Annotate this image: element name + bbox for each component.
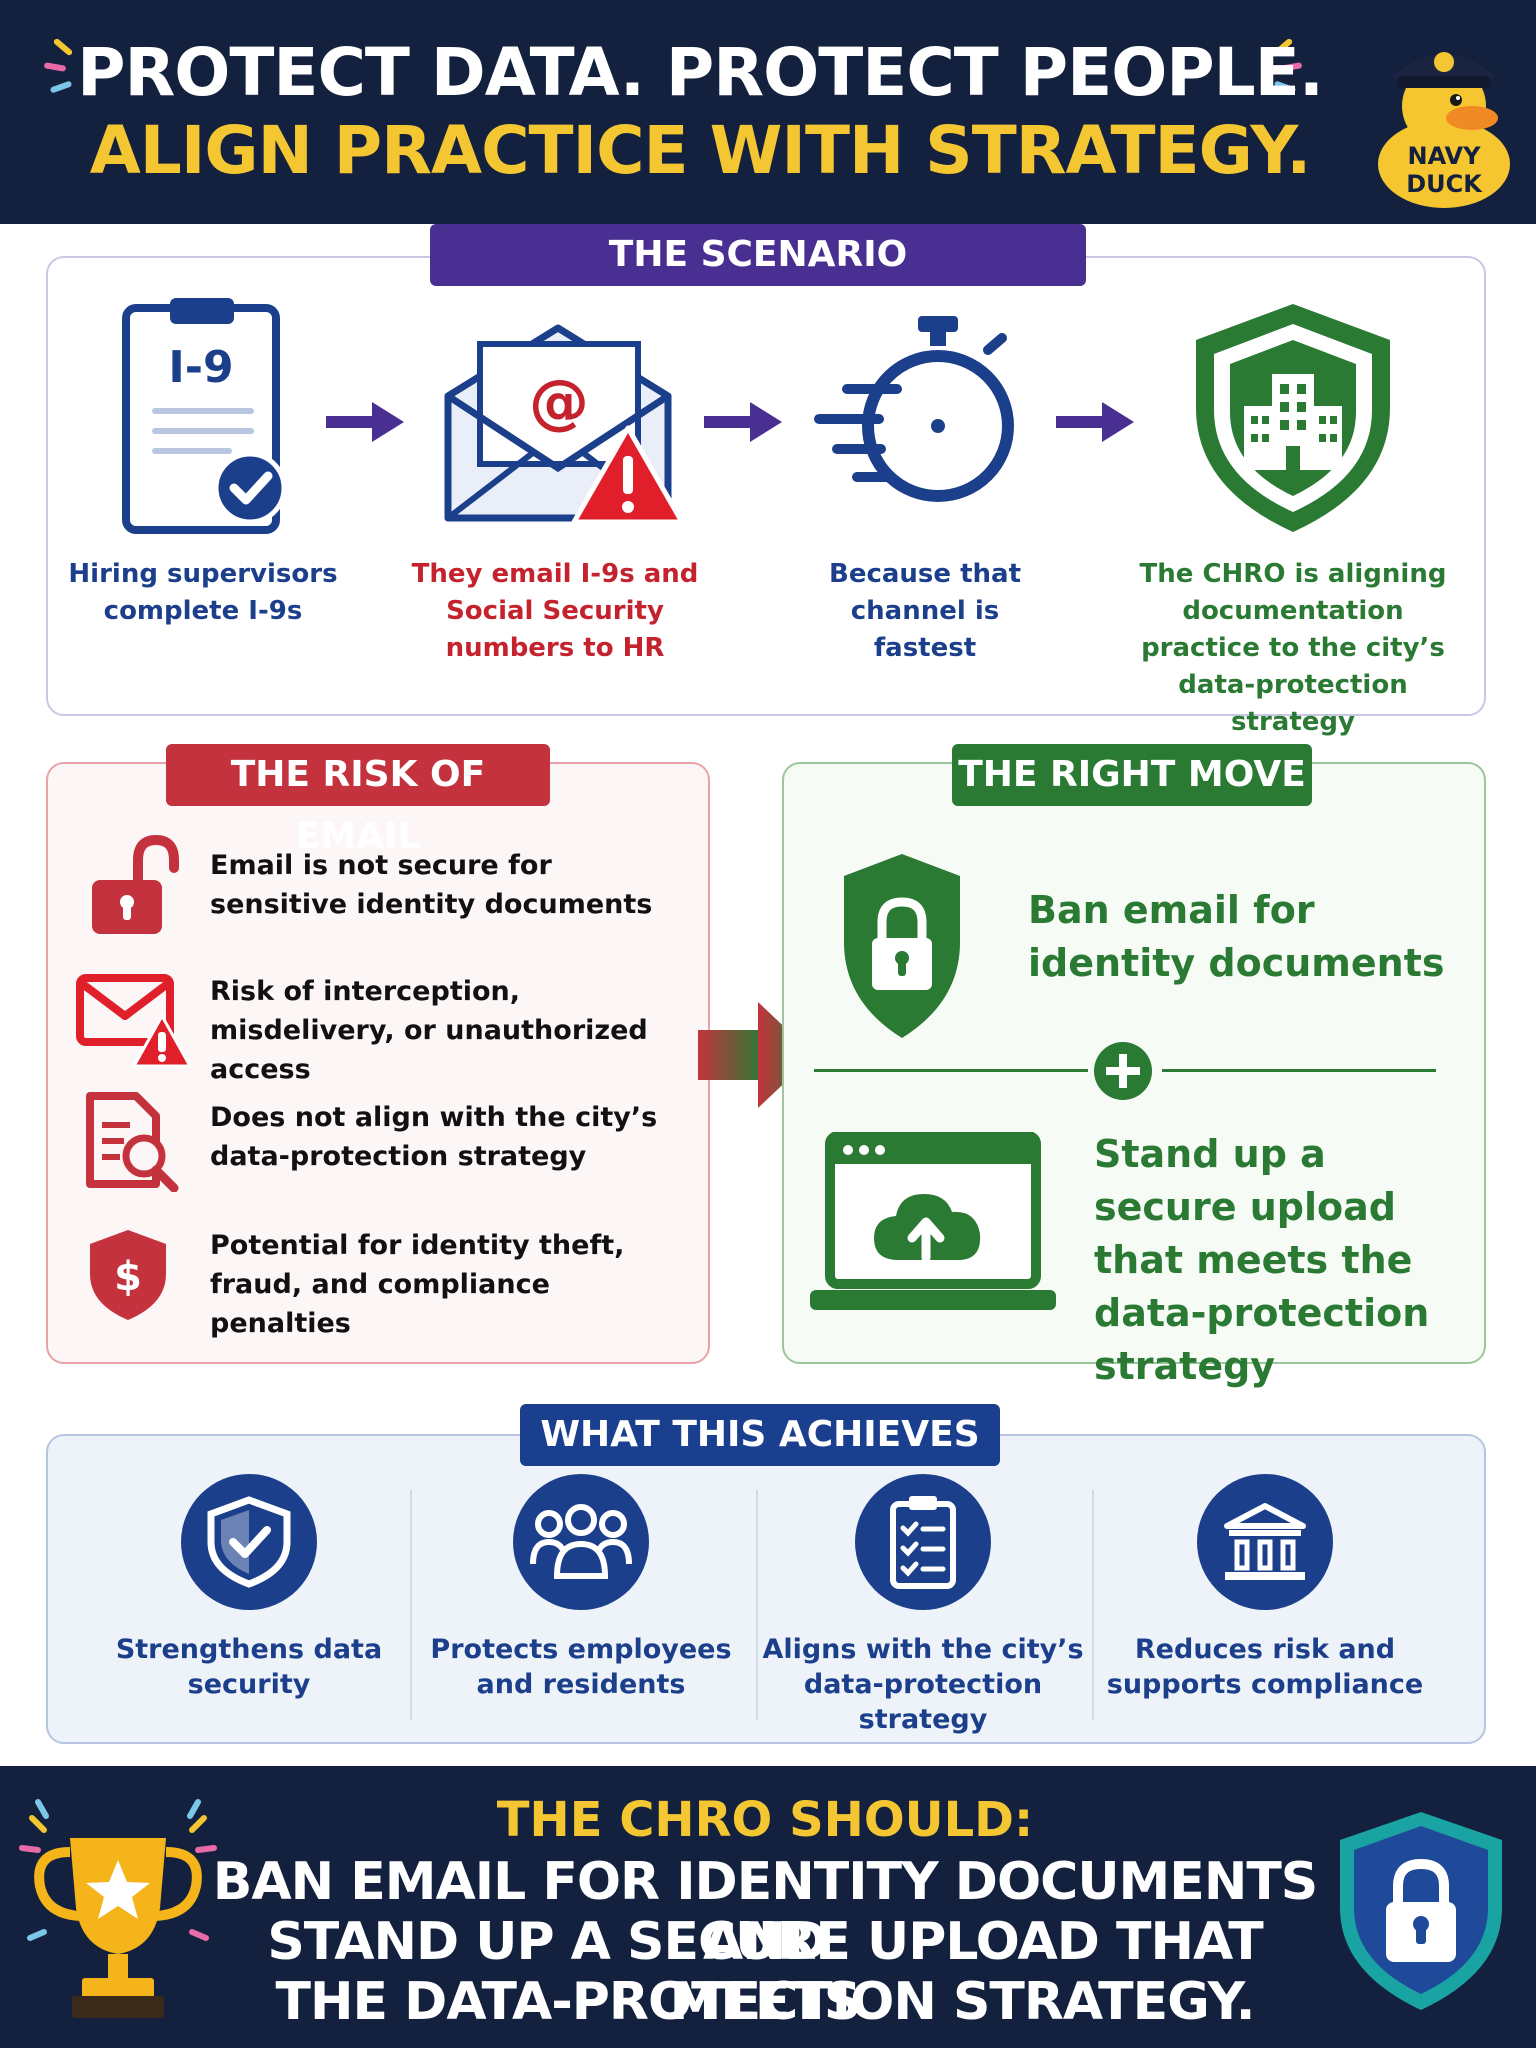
government-building-icon	[1224, 1503, 1306, 1580]
dollar-shield-icon: $	[90, 1230, 166, 1320]
risk-heading: THE RISK OF EMAIL	[166, 744, 550, 857]
footer-recommendation: BAN EMAIL FOR IDENTITY DOCUMENTS AND	[212, 1852, 1319, 1972]
trophy-icon	[19, 1799, 217, 2018]
achievement-badge	[181, 1474, 317, 1610]
achievement-badge	[855, 1474, 991, 1610]
people-group-icon	[530, 1504, 632, 1579]
padlock-shield-icon	[1340, 1812, 1502, 2010]
risk-item-text: Does not align with the city’s data-prot…	[210, 1102, 658, 1172]
divider-line	[814, 1069, 1088, 1072]
plus-icon	[1094, 1042, 1152, 1100]
arrow-right-icon	[704, 402, 782, 442]
scenario-heading: THE SCENARIO	[430, 224, 1086, 286]
achievement-text: Reduces risk and supports compliance	[1106, 1634, 1424, 1700]
navy-duck-logo: NAVY DUCK	[1378, 52, 1510, 208]
achievement-item: Reduces risk and supports compliance	[1100, 1474, 1430, 1702]
svg-text:$: $	[114, 1254, 142, 1300]
arrow-right-icon	[1056, 402, 1134, 442]
logo-text: DUCK	[1406, 170, 1483, 198]
clipboard-check-icon: I-9	[122, 298, 287, 534]
achievement-item: Aligns with the city’s data-protection s…	[758, 1474, 1088, 1737]
right-move-action-text: Stand up a secure upload that meets the …	[1094, 1132, 1430, 1388]
email-warning-icon: @	[444, 324, 684, 525]
column-divider	[1092, 1490, 1094, 1720]
footer-recommendation: STAND UP A SECURE UPLOAD THAT MEETS	[267, 1912, 1263, 2032]
cloud-upload-laptop-icon	[810, 1132, 1056, 1310]
shield-check-icon	[207, 1496, 291, 1588]
city-shield-icon	[1196, 304, 1390, 532]
column-divider	[410, 1490, 412, 1720]
achievement-badge	[1197, 1474, 1333, 1610]
right-move-action-text: Ban email for identity documents	[1028, 888, 1445, 985]
padlock-shield-icon	[844, 854, 960, 1038]
column-divider	[756, 1490, 758, 1720]
footer-recommendation: THE DATA-PROTECTION STRATEGY.	[275, 1972, 1256, 2032]
achievement-text: Protects employees and residents	[430, 1634, 732, 1700]
header-banner: PROTECT DATA. PROTECT PEOPLE. ALIGN PRAC…	[0, 0, 1536, 224]
email-alert-icon	[76, 974, 192, 1068]
scenario-step-text: Because that channel is fastest	[829, 559, 1021, 663]
scenario-step-text: Hiring supervisors complete I-9s	[68, 559, 338, 626]
achievement-text: Strengthens data security	[115, 1634, 383, 1700]
footer-banner: THE CHRO SHOULD: BAN EMAIL FOR IDENTITY …	[0, 1766, 1536, 2048]
achievement-text: Aligns with the city’s data-protection s…	[762, 1634, 1084, 1735]
achieves-heading: WHAT THIS ACHIEVES	[520, 1404, 1000, 1466]
divider-line	[1162, 1069, 1436, 1072]
risk-item-text: Potential for identity theft, fraud, and…	[210, 1230, 625, 1339]
page-subtitle: ALIGN PRACTICE WITH STRATEGY.	[89, 112, 1312, 189]
achievement-item: Strengthens data security	[84, 1474, 414, 1702]
stopwatch-icon	[814, 316, 1014, 502]
achievement-item: Protects employees and residents	[416, 1474, 746, 1702]
checklist-icon	[890, 1496, 956, 1589]
footer-heading: THE CHRO SHOULD:	[496, 1792, 1034, 1848]
arrow-right-icon	[326, 402, 404, 442]
right-move-heading: THE RIGHT MOVE	[952, 744, 1312, 806]
logo-text: NAVY	[1408, 142, 1482, 170]
achievement-badge	[513, 1474, 649, 1610]
document-search-icon	[86, 1092, 179, 1192]
unlocked-padlock-icon	[92, 834, 179, 934]
svg-text:@: @	[529, 367, 589, 437]
page-title: PROTECT DATA. PROTECT PEOPLE.	[77, 34, 1324, 111]
form-label: I-9	[168, 342, 233, 393]
scenario-step-text: The CHRO is aligning documentation pract…	[1139, 559, 1447, 737]
scenario-step-text: They email I-9s and Social Security numb…	[411, 559, 699, 663]
risk-item-text: Risk of interception, misdelivery, or un…	[210, 976, 648, 1085]
risk-item-text: Email is not secure for sensitive identi…	[210, 850, 653, 920]
